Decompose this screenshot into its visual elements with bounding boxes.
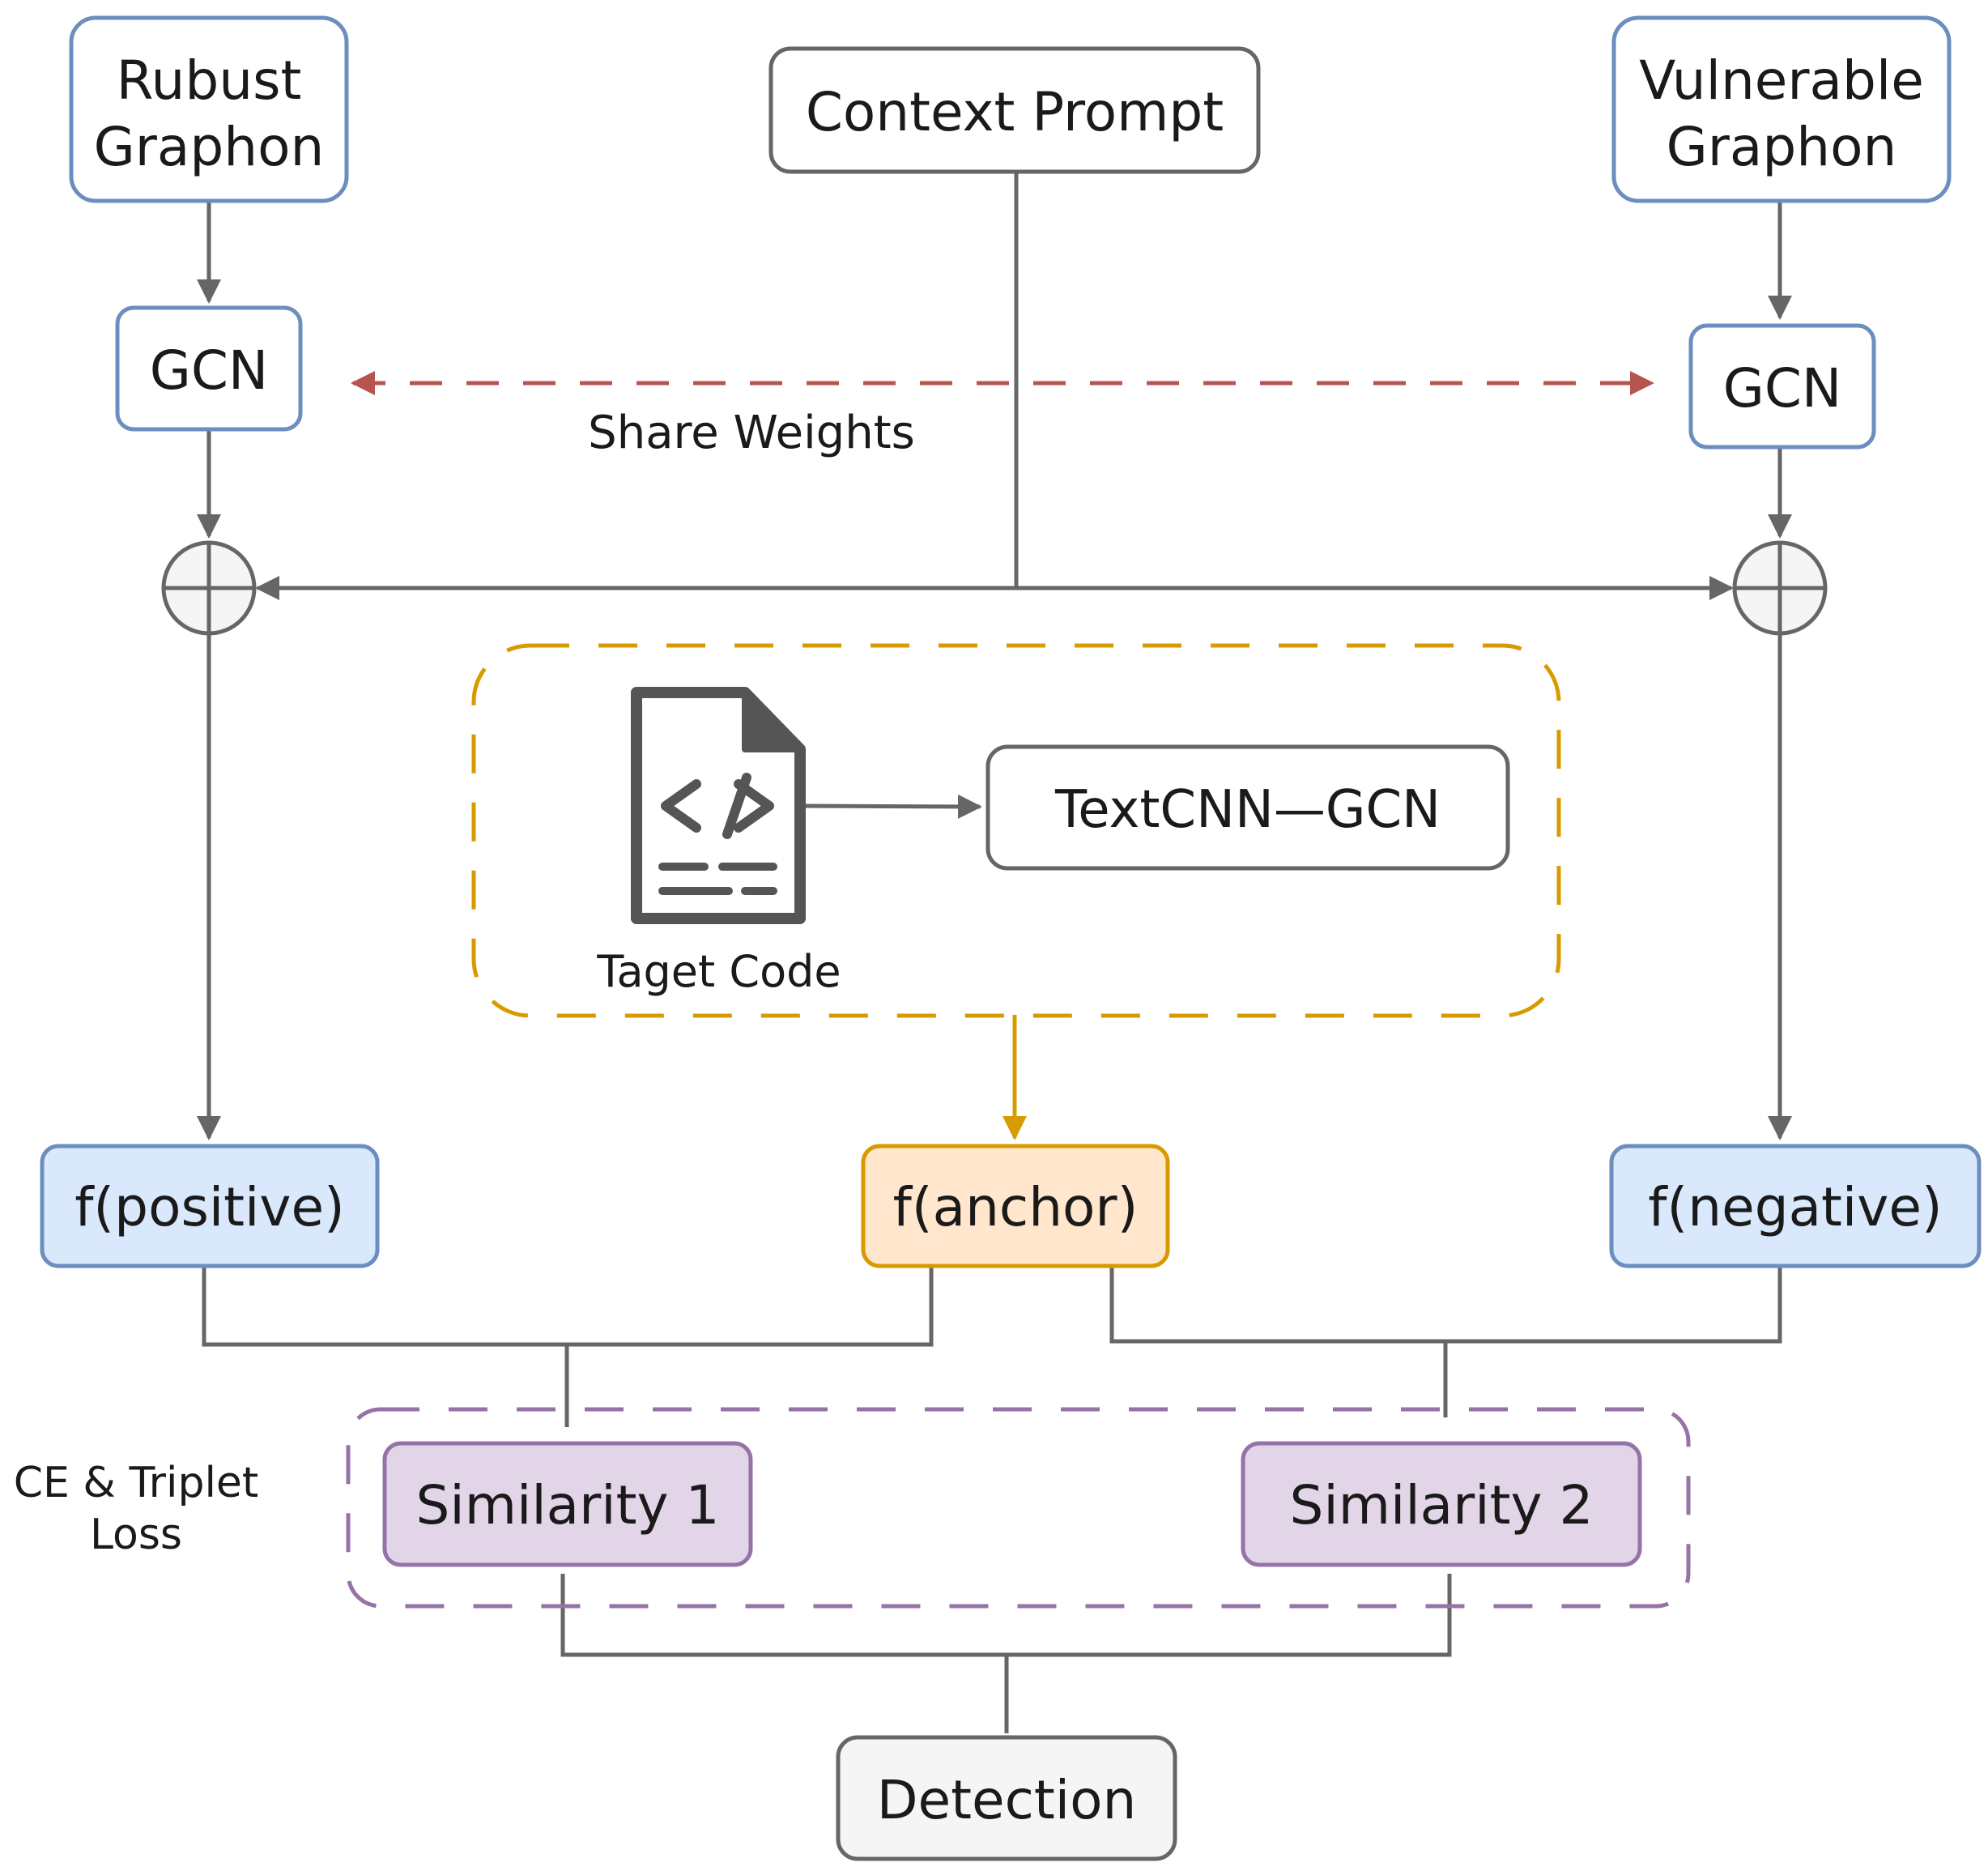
edge-sims-to-detection bbox=[560, 1574, 1452, 1657]
context-prompt-node: Context Prompt bbox=[768, 46, 1261, 174]
share-weights-label: Share Weights bbox=[588, 407, 915, 459]
f-negative-label: f(negative) bbox=[1648, 1176, 1942, 1238]
gcn-right-node: GCN bbox=[1688, 323, 1876, 450]
vulnerable-graphon-line1: Vulnerable bbox=[1639, 49, 1924, 112]
textcnn-gcn-node: TextCNN—GCN bbox=[985, 744, 1510, 871]
plus-right-node bbox=[1732, 540, 1828, 636]
f-positive-node: f(positive) bbox=[40, 1144, 380, 1268]
gcn-left-label: GCN bbox=[150, 339, 269, 402]
loss-group bbox=[346, 1407, 1691, 1609]
similarity-2-node: Similarity 2 bbox=[1241, 1441, 1642, 1567]
f-anchor-node: f(anchor) bbox=[861, 1144, 1170, 1268]
robust-graphon-node: Rubust Graphon bbox=[69, 15, 349, 203]
detection-node: Detection bbox=[836, 1735, 1177, 1861]
similarity-1-label: Similarity 1 bbox=[415, 1474, 719, 1536]
gcn-left-node: GCN bbox=[115, 305, 303, 432]
context-prompt-label: Context Prompt bbox=[806, 81, 1224, 143]
loss-label-line1: CE & Triplet bbox=[14, 1459, 259, 1507]
plus-left-node bbox=[161, 540, 257, 636]
code-encoder-group bbox=[471, 643, 1561, 1018]
loss-label-line2: Loss bbox=[90, 1511, 182, 1559]
similarity-2-label: Similarity 2 bbox=[1289, 1474, 1593, 1536]
similarity-1-node: Similarity 1 bbox=[382, 1441, 753, 1567]
vulnerable-graphon-node: Vulnerable Graphon bbox=[1611, 15, 1952, 203]
robust-graphon-line2: Graphon bbox=[94, 116, 325, 178]
edge-anchor-negative-to-sim2 bbox=[1109, 1264, 1782, 1344]
detection-label: Detection bbox=[877, 1769, 1137, 1831]
textcnn-gcn-label: TextCNN—GCN bbox=[1054, 780, 1441, 840]
f-positive-label: f(positive) bbox=[74, 1176, 345, 1238]
edge-positive-anchor-to-sim1 bbox=[202, 1264, 934, 1347]
target-code-label: Taget Code bbox=[596, 946, 841, 997]
edge-code-to-textcnn bbox=[801, 794, 982, 819]
code-file-icon bbox=[631, 687, 806, 924]
robust-graphon-line1: Rubust bbox=[117, 49, 302, 112]
vulnerable-graphon-line2: Graphon bbox=[1667, 116, 1897, 178]
gcn-right-label: GCN bbox=[1723, 357, 1842, 420]
f-negative-node: f(negative) bbox=[1609, 1144, 1982, 1268]
f-anchor-label: f(anchor) bbox=[893, 1176, 1139, 1238]
